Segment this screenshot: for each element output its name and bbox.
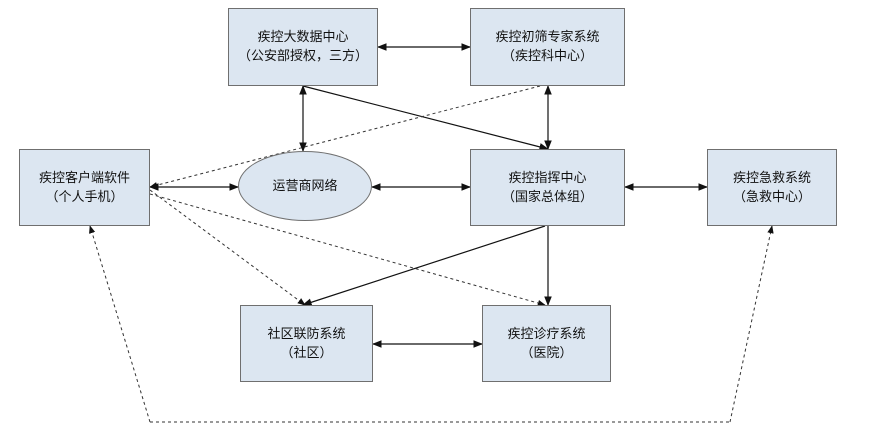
node-client-title: 疾控客户端软件 (38, 170, 130, 186)
node-expert-system: 疾控初筛专家系统 （疾控科中心） (470, 8, 625, 86)
node-emergency-title: 疾控急救系统 (732, 170, 811, 186)
edge-bigdata-to-command (302, 85, 549, 151)
node-bigdata-title: 疾控大数据中心 (257, 30, 349, 45)
node-hospital-title: 疾控诊疗系统 (507, 326, 586, 342)
node-community-system: 社区联防系统 （社区） (240, 305, 373, 382)
node-bigdata-center: 疾控大数据中心 （公安部授权，三方） (228, 8, 378, 86)
node-expert-subtitle: （疾控科中心） (501, 49, 593, 64)
node-hospital-system: 疾控诊疗系统 （医院） (482, 305, 611, 382)
node-command-title: 疾控指挥中心 (508, 170, 587, 186)
edge-bottom-loop-to-emergency (729, 225, 774, 423)
node-hospital-subtitle: （医院） (520, 345, 573, 361)
node-emergency-system: 疾控急救系统 （急救中心） (707, 149, 837, 226)
node-expert-title: 疾控初筛专家系统 (495, 30, 600, 45)
node-command-subtitle: （国家总体组） (501, 189, 593, 205)
edge-client-to-community (149, 189, 306, 306)
node-community-title: 社区联防系统 (267, 326, 346, 342)
node-client-subtitle: （个人手机） (45, 189, 124, 205)
node-bigdata-subtitle: （公安部授权，三方） (237, 49, 368, 64)
node-carrier-network: 运营商网络 (238, 151, 372, 221)
node-command-center: 疾控指挥中心 （国家总体组） (470, 149, 625, 226)
edge-command-to-community (302, 225, 546, 306)
edge-client-to-hospital (149, 193, 546, 307)
edge-expert-to-client (149, 85, 541, 189)
node-emergency-subtitle: （急救中心） (732, 189, 811, 205)
node-community-subtitle: （社区） (280, 345, 333, 361)
edge-bottom-loop-to-client (89, 225, 151, 423)
node-network-title: 运营商网络 (272, 178, 338, 194)
node-client-software: 疾控客户端软件 （个人手机） (19, 149, 150, 226)
